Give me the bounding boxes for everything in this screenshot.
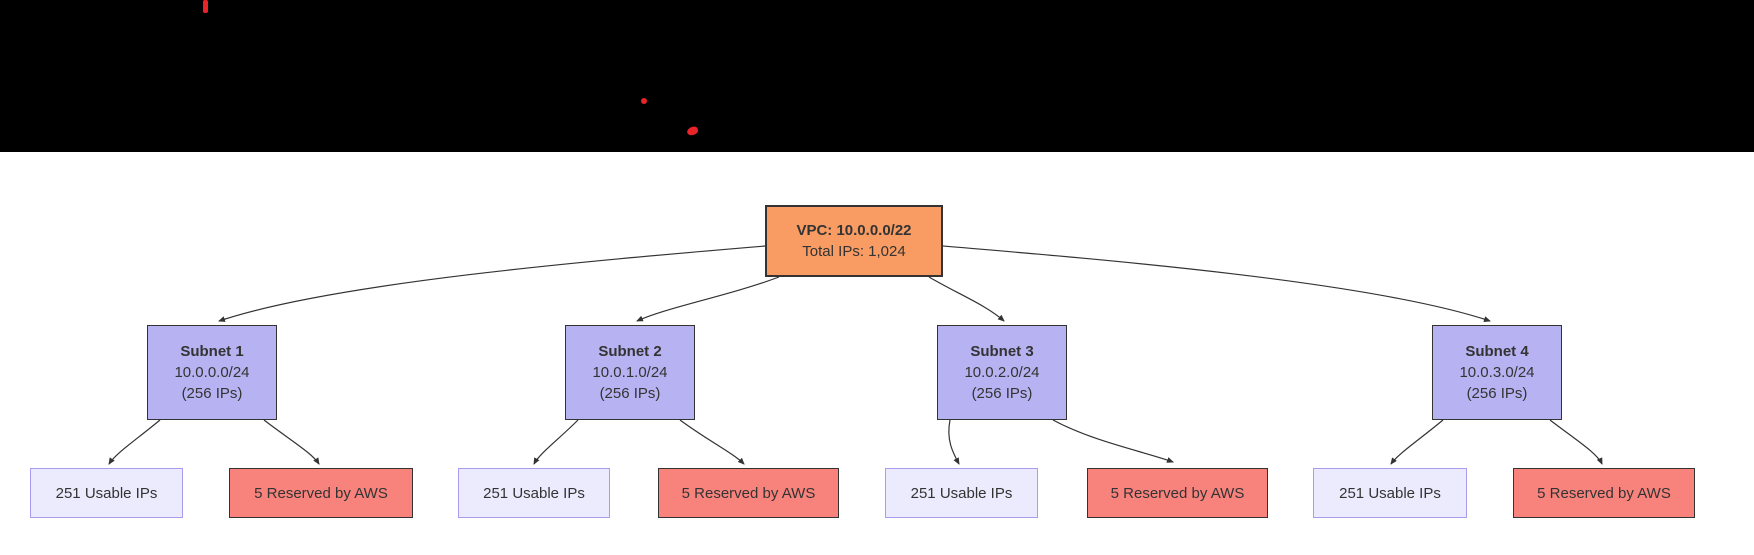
subnet-3-node: Subnet 3 10.0.2.0/24 (256 IPs) [937,325,1067,420]
vpc-title: VPC: 10.0.0.0/22 [796,222,912,239]
reserved-label: 5 Reserved by AWS [1110,484,1245,502]
top-black-banner [0,0,1754,152]
edge-vpc-subnet1 [218,245,766,322]
subnet-name: Subnet 3 [970,343,1034,360]
red-dot-mark [641,98,647,104]
subnet-size: (256 IPs) [599,385,661,402]
subnet-name: Subnet 1 [180,343,244,360]
subnet-size: (256 IPs) [1466,385,1528,402]
edge-vpc-subnet3 [928,276,1005,322]
reserved-label: 5 Reserved by AWS [1537,484,1671,502]
subnet-size: (256 IPs) [971,385,1033,402]
usable-label: 251 Usable IPs [910,484,1013,502]
usable-label: 251 Usable IPs [55,484,158,502]
subnet-size: (256 IPs) [181,385,243,402]
subnet-cidr: 10.0.3.0/24 [1459,364,1535,381]
edge-vpc-subnet4 [942,245,1491,322]
edge-subnet1-usable [108,419,161,465]
vpc-node: VPC: 10.0.0.0/22 Total IPs: 1,024 [765,205,943,277]
subnet-1-node: Subnet 1 10.0.0.0/24 (256 IPs) [147,325,277,420]
edge-subnet1-reserved [263,419,320,465]
edge-subnet2-usable [533,419,579,465]
subnet-4-reserved-node: 5 Reserved by AWS [1513,468,1695,518]
edge-vpc-subnet2 [636,276,780,322]
reserved-label: 5 Reserved by AWS [681,484,816,502]
subnet-3-reserved-node: 5 Reserved by AWS [1087,468,1268,518]
reserved-label: 5 Reserved by AWS [254,484,388,502]
subnet-cidr: 10.0.0.0/24 [174,364,250,381]
subnet-name: Subnet 2 [598,343,662,360]
subnet-cidr: 10.0.1.0/24 [592,364,668,381]
subnet-2-node: Subnet 2 10.0.1.0/24 (256 IPs) [565,325,695,420]
edge-subnet3-reserved [1052,419,1174,463]
subnet-1-reserved-node: 5 Reserved by AWS [229,468,413,518]
subnet-2-reserved-node: 5 Reserved by AWS [658,468,839,518]
red-tick-mark [203,0,208,13]
subnet-4-node: Subnet 4 10.0.3.0/24 (256 IPs) [1432,325,1562,420]
usable-label: 251 Usable IPs [483,484,585,502]
vpc-total-ips: Total IPs: 1,024 [802,243,906,260]
usable-label: 251 Usable IPs [1339,484,1441,502]
subnet-2-usable-node: 251 Usable IPs [458,468,610,518]
edge-subnet2-reserved [679,419,745,465]
edge-subnet4-usable [1390,419,1444,465]
subnet-3-usable-node: 251 Usable IPs [885,468,1038,518]
red-blob-mark [686,125,699,137]
subnet-1-usable-node: 251 Usable IPs [30,468,183,518]
subnet-cidr: 10.0.2.0/24 [964,364,1040,381]
edge-subnet3-usable [948,419,960,465]
subnet-4-usable-node: 251 Usable IPs [1313,468,1467,518]
subnet-name: Subnet 4 [1465,343,1529,360]
edge-subnet4-reserved [1549,419,1603,465]
